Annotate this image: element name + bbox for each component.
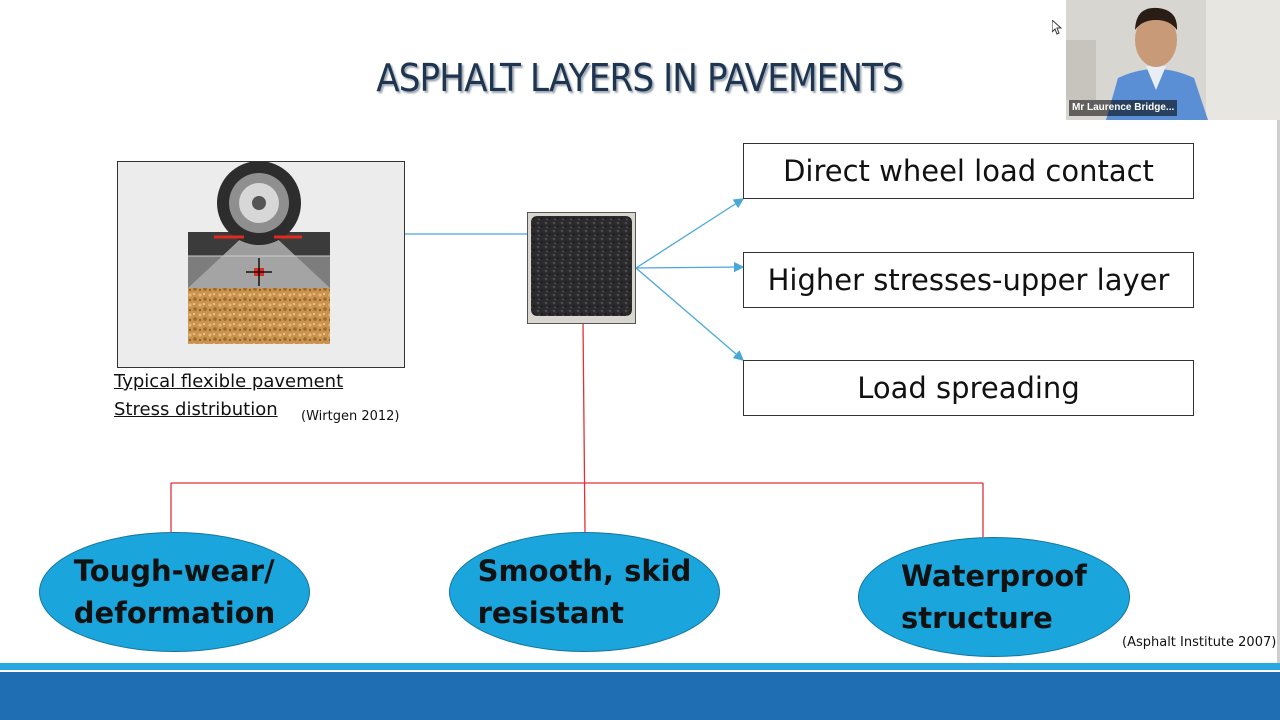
red-vertical-trunk: [582, 321, 586, 533]
property-ellipse-waterproof: Waterproof structure: [858, 537, 1130, 657]
pavement-stress-image: [117, 161, 405, 368]
footer-bar: [0, 672, 1280, 720]
slide-title: ASPHALT LAYERS IN PAVEMENTS: [376, 56, 904, 100]
ellipse-text-line1: Waterproof: [901, 559, 1087, 593]
source-reference: (Asphalt Institute 2007): [1122, 635, 1277, 650]
image-caption-line2: Stress distribution: [114, 399, 278, 420]
arrow-to-function-3: [635, 267, 744, 361]
ellipse-text-line2: resistant: [477, 596, 624, 630]
arrow-to-function-2: [635, 261, 745, 273]
function-box-wheel-load: Direct wheel load contact: [743, 143, 1194, 199]
ellipse-text-line2: structure: [901, 601, 1053, 635]
image-caption-line1: Typical flexible pavement: [114, 371, 344, 392]
function-box-load-spreading: Load spreading: [743, 360, 1194, 416]
participant-video-tile[interactable]: [1066, 0, 1280, 120]
participant-name-label: Mr Laurence Bridge...: [1069, 100, 1178, 116]
property-ellipse-smooth-skid: Smooth, skid resistant: [449, 532, 720, 652]
arrow-to-function-1: [635, 198, 745, 269]
slide-right-border: [1277, 120, 1280, 663]
asphalt-core-sample-image: [527, 212, 636, 324]
ellipse-text-line1: Smooth, skid: [477, 554, 692, 588]
property-ellipse-tough-wear: Tough-wear/deformation: [39, 532, 310, 652]
ellipse-text-line1: Tough-wear/: [73, 554, 275, 588]
mouse-cursor-icon: [1052, 20, 1062, 35]
image-reference: (Wirtgen 2012): [301, 409, 400, 424]
footer-accent-stripe: [0, 663, 1280, 670]
function-box-higher-stresses: Higher stresses-upper layer: [743, 252, 1194, 308]
ellipse-text-line2: deformation: [73, 596, 276, 630]
